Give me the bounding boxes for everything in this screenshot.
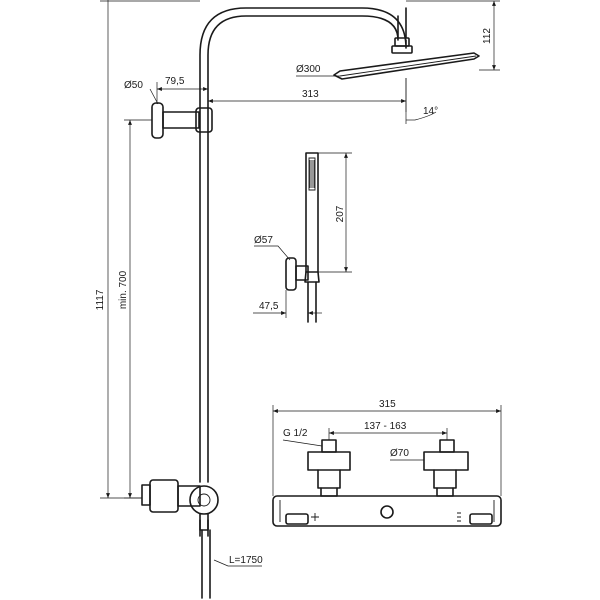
label-head-diameter: Ø300 <box>296 64 321 75</box>
label-escutcheon-diameter: Ø70 <box>390 448 409 459</box>
bottom-connector <box>142 480 218 598</box>
label-inlet-thread: G 1/2 <box>283 428 308 439</box>
hand-shower <box>286 153 319 322</box>
label-head-drop: 112 <box>482 28 493 44</box>
wall-bracket-upper <box>152 103 212 138</box>
label-hand-shower-length: 207 <box>335 205 346 222</box>
dimension-lines <box>100 0 501 566</box>
label-wall-bracket-diameter: Ø50 <box>124 80 143 91</box>
label-valve-width: 315 <box>379 399 396 410</box>
label-arm-reach: 313 <box>302 89 319 100</box>
label-hose-length: L=1750 <box>229 555 263 566</box>
label-min-height: min. 700 <box>118 270 129 309</box>
label-wall-bracket-offset: 79,5 <box>165 76 185 87</box>
rain-shower-head <box>334 53 479 79</box>
label-tilt-angle: 14° <box>423 106 438 117</box>
label-total-height: 1117 <box>95 289 106 310</box>
label-hand-holder-offset: 47,5 <box>259 301 279 312</box>
label-inlet-centers: 137 - 163 <box>364 421 407 432</box>
label-hand-holder-diameter: Ø57 <box>254 235 273 246</box>
thermostatic-valve <box>273 440 501 526</box>
